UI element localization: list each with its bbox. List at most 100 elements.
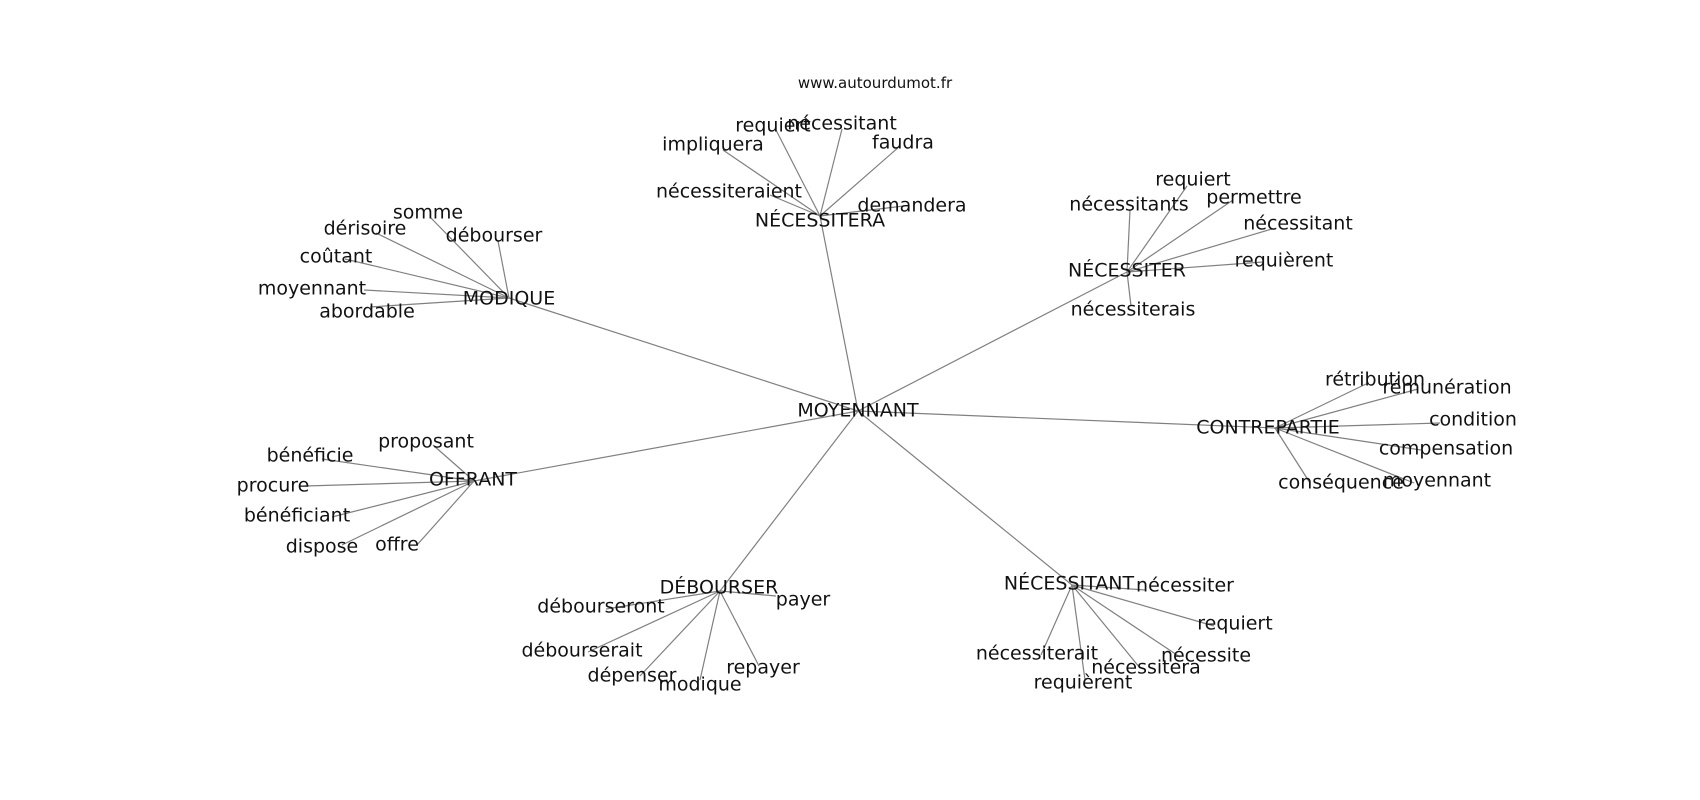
edge-hub-to-leaf (363, 289, 510, 299)
edge-hub-to-leaf (1126, 185, 1188, 273)
edge-hub-to-leaf (1274, 388, 1419, 429)
edge-hub-to-leaf (699, 590, 721, 681)
edge-hub-to-leaf (605, 590, 721, 610)
edge-center-to-hub (857, 410, 1073, 586)
leaf-node-label: bénéficiant (244, 505, 350, 527)
leaf-node-label: nécessiterait (976, 643, 1098, 665)
edge-center-to-hub (719, 410, 859, 592)
edge-hub-to-leaf (432, 444, 475, 482)
leaf-node-label: moyennant (258, 278, 366, 300)
leaf-node-label: coûtant (300, 246, 373, 268)
edge-hub-to-leaf (639, 590, 721, 677)
leaf-node-label: conséquence (1278, 472, 1404, 494)
leaf-node-label: débourseront (537, 596, 664, 618)
edge-hub-to-leaf (819, 205, 905, 217)
hub-node-label: DÉBOURSER (660, 576, 779, 599)
hub-node-label: OFFRANT (429, 469, 517, 491)
edge-center-to-hub (508, 297, 859, 412)
edge-hub-to-leaf (1126, 261, 1264, 273)
leaf-node-label: nécessitants (1069, 194, 1188, 216)
edge-hub-to-leaf (1126, 228, 1273, 273)
edge-hub-to-leaf (819, 128, 843, 217)
center-node-label: MOYENNANT (797, 400, 919, 422)
edge-hub-to-leaf (1126, 199, 1234, 273)
edge-hub-to-leaf (331, 480, 475, 518)
edge-hub-to-leaf (819, 145, 901, 217)
leaf-node-label: nécessiter (1136, 575, 1234, 597)
leaf-node-label: requiert (1155, 169, 1230, 191)
edge-hub-to-leaf (722, 149, 821, 217)
hub-node-label: NÉCESSITER (1068, 259, 1186, 282)
leaf-node-label: abordable (319, 301, 415, 323)
edge-hub-to-leaf (430, 217, 510, 299)
leaf-node-label: somme (393, 202, 463, 224)
edge-center-to-hub (473, 410, 859, 482)
edge-hub-to-leaf (497, 240, 510, 299)
edge-hub-to-leaf (304, 480, 475, 487)
hub-node-label: NÉCESSITANT (1004, 572, 1135, 595)
leaf-node-label: dérisoire (324, 218, 407, 240)
edge-center-to-hub (857, 410, 1276, 429)
edge-hub-to-leaf (1071, 584, 1147, 591)
edge-hub-to-leaf (1071, 584, 1181, 658)
edge-hub-to-leaf (375, 232, 510, 299)
leaf-node-label: requièrent (1034, 672, 1133, 694)
leaf-node-label: rétribution (1325, 369, 1425, 391)
edge-hub-to-leaf (1274, 383, 1367, 429)
watermark: www.autourdumot.fr (798, 74, 953, 92)
edge-hub-to-leaf (1071, 584, 1086, 681)
leaf-node-label: bénéficie (267, 445, 354, 467)
leaf-node-label: permettre (1206, 187, 1301, 209)
leaf-node-label: requiert (735, 115, 810, 137)
leaf-node-label: compensation (1379, 438, 1513, 460)
leaf-node-label: procure (237, 475, 310, 497)
edge-hub-to-leaf (1040, 584, 1073, 656)
edge-hub-to-leaf (1126, 209, 1131, 273)
leaf-node-label: dépenser (588, 665, 677, 687)
edge-hub-to-leaf (416, 480, 475, 546)
leaf-node-label: moyennant (1383, 470, 1491, 492)
hub-node-label: NÉCESSITERA (755, 209, 885, 232)
leaf-node-label: rémunération (1382, 377, 1511, 399)
edge-hub-to-leaf (1274, 427, 1422, 451)
leaf-node-label: nécessiterais (1071, 299, 1196, 321)
edge-hub-to-leaf (1071, 584, 1141, 669)
hub-node-label: MODIQUE (463, 288, 555, 310)
edge-hub-to-leaf (321, 458, 475, 482)
leaf-node-label: nécessiteraient (656, 181, 802, 203)
hub-node-label: CONTREPARTIE (1196, 417, 1340, 439)
leaf-node-label: nécessitant (1243, 213, 1353, 235)
leaf-node-label: requièrent (1235, 250, 1334, 272)
leaf-node-label: nécessitera (1091, 657, 1201, 679)
leaf-node-label: demandera (857, 195, 966, 217)
graph-edges (304, 128, 1441, 681)
leaf-node-label: impliquera (662, 134, 764, 156)
edge-center-to-hub (819, 215, 859, 412)
edge-hub-to-leaf (719, 590, 760, 667)
leaf-node-label: nécessite (1161, 645, 1251, 667)
edge-center-to-hub (857, 271, 1128, 412)
leaf-node-label: payer (776, 589, 831, 611)
leaf-node-label: condition (1429, 409, 1517, 431)
edge-hub-to-leaf (1274, 422, 1441, 429)
leaf-node-label: modique (658, 674, 741, 696)
leaf-node-label: offre (375, 534, 419, 556)
leaf-node-label: proposant (378, 431, 474, 453)
edge-hub-to-leaf (369, 297, 510, 308)
edge-hub-to-leaf (587, 590, 721, 653)
edge-hub-to-leaf (341, 480, 475, 546)
leaf-node-label: faudra (872, 132, 934, 154)
edge-hub-to-leaf (1274, 427, 1415, 484)
leaf-node-label: repayer (726, 657, 800, 679)
leaf-node-label: débourser (446, 225, 543, 247)
leaf-node-label: requiert (1197, 613, 1272, 635)
edge-hub-to-leaf (1071, 584, 1215, 627)
leaf-node-label: débourserait (521, 640, 642, 662)
edge-hub-to-leaf (769, 194, 821, 217)
edge-hub-to-leaf (1274, 427, 1311, 484)
leaf-node-label: nécessitant (787, 113, 897, 135)
edge-hub-to-leaf (775, 129, 821, 217)
leaf-node-label: dispose (286, 536, 359, 558)
